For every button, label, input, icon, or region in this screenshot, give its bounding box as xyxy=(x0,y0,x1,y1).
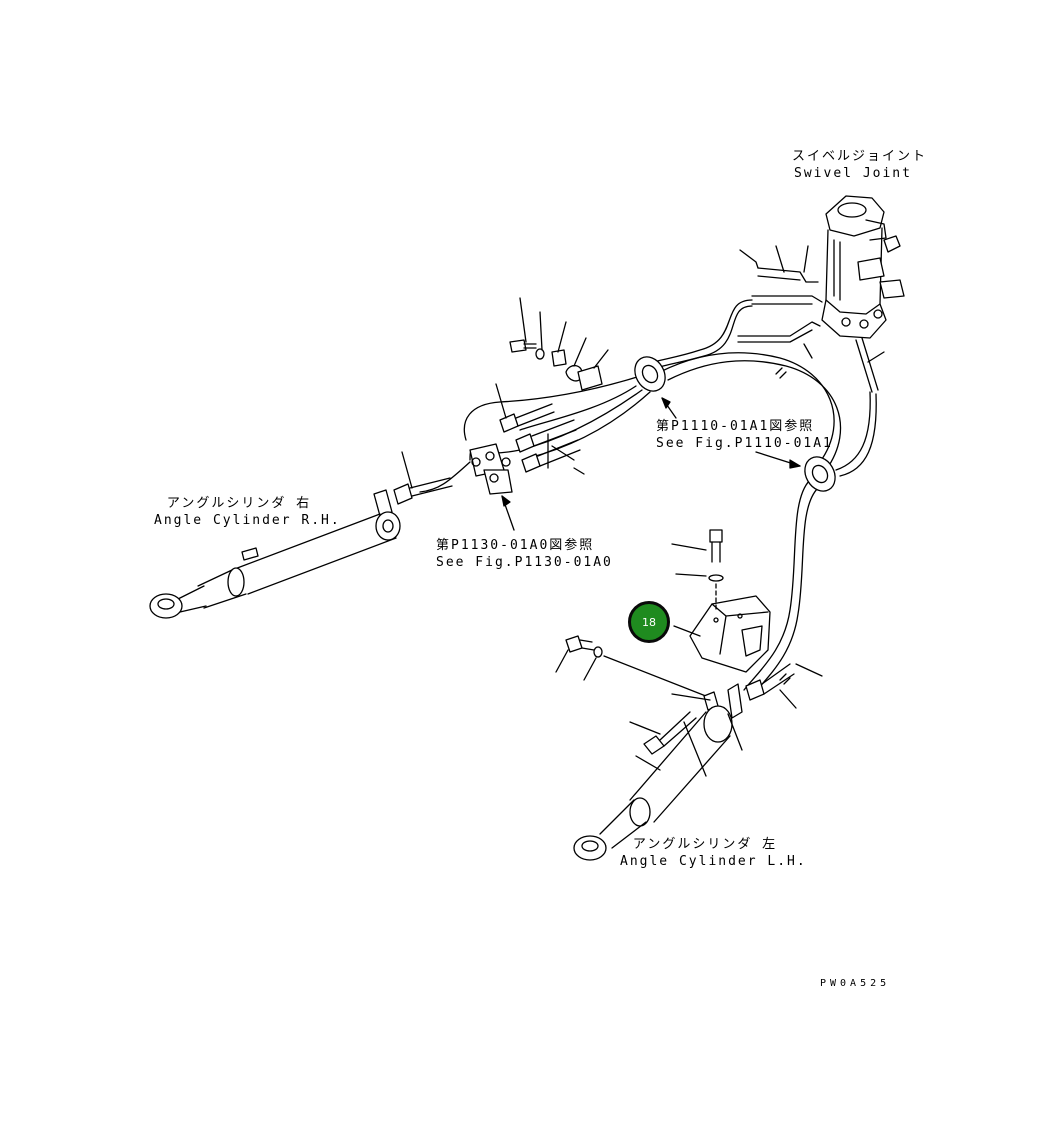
angle-cylinder-lh-jp: アングルシリンダ 左 xyxy=(632,837,778,852)
clamp-hardware xyxy=(509,297,609,391)
ref-p1110-en: See Fig.P1110-01A1 xyxy=(656,436,833,451)
swivel-hoses xyxy=(737,245,885,393)
swivel-joint-label: スイベルジョイント Swivel Joint xyxy=(792,148,928,182)
ref-p1110-label: 第P1110-01A1図参照 See Fig.P1110-01A1 xyxy=(656,418,833,452)
part-18-callout[interactable]: 18 xyxy=(628,601,670,643)
grommets xyxy=(634,356,836,492)
swivel-joint-label-en: Swivel Joint xyxy=(794,166,912,181)
angle-cylinder-lh-en: Angle Cylinder L.H. xyxy=(620,854,807,869)
swivel-joint-label-jp: スイベルジョイント xyxy=(792,149,928,164)
break-marks xyxy=(775,367,791,685)
angle-cylinder-rh-en: Angle Cylinder R.H. xyxy=(154,513,341,528)
angle-cylinder-rh-jp: アングルシリンダ 右 xyxy=(166,496,312,511)
ref-p1130-label: 第P1130-01A0図参照 See Fig.P1130-01A0 xyxy=(436,537,613,571)
angle-cylinder-rh xyxy=(149,451,453,619)
reference-arrows xyxy=(501,397,801,531)
angle-cylinder-lh xyxy=(573,663,823,861)
ref-p1130-en: See Fig.P1130-01A0 xyxy=(436,555,613,570)
cover-bolt xyxy=(671,529,724,613)
ref-p1130-jp: 第P1130-01A0図参照 xyxy=(436,538,595,553)
hose-fittings xyxy=(469,383,585,495)
side-bolt xyxy=(555,635,717,701)
cover-plate xyxy=(673,595,771,673)
drawing-code: PW0A525 xyxy=(820,978,891,989)
ref-p1110-jp: 第P1110-01A1図参照 xyxy=(656,419,815,434)
main-piping xyxy=(419,299,877,697)
angle-cylinder-lh-label: アングルシリンダ 左 Angle Cylinder L.H. xyxy=(620,836,807,870)
angle-cylinder-rh-label: アングルシリンダ 右 Angle Cylinder R.H. xyxy=(154,495,341,529)
swivel-joint xyxy=(821,195,905,339)
